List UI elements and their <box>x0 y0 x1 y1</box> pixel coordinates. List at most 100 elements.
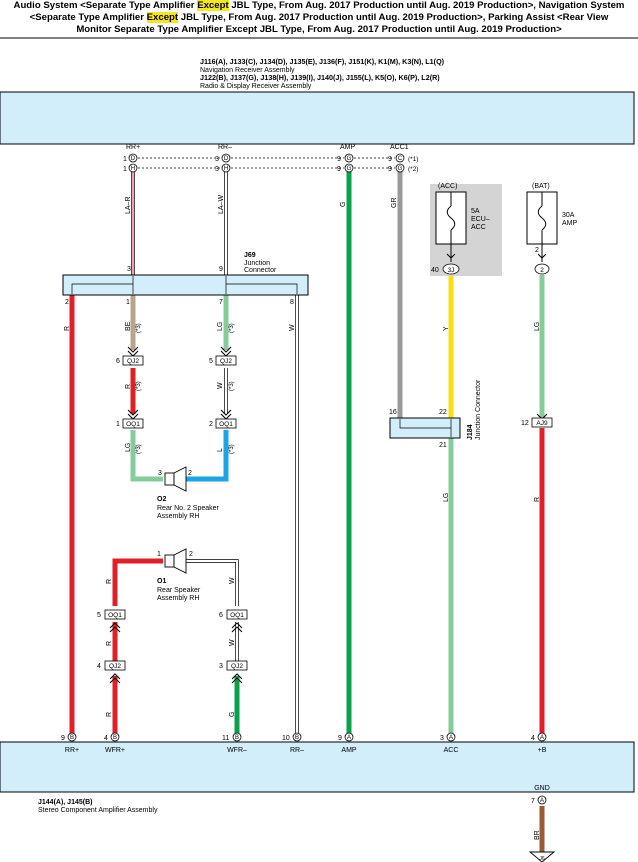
wire-label: LG <box>443 493 450 502</box>
connector-letter: B <box>235 735 239 741</box>
title-text: Audio System <Separate Type Amplifier <box>13 0 198 11</box>
pin-label-rr-plus: RR+ <box>126 144 140 151</box>
connector-code: 2 <box>540 267 544 274</box>
pin-number: 16 <box>389 409 397 416</box>
wire-lg-o2 <box>130 430 163 482</box>
pin-number: 7 <box>219 299 223 306</box>
connector-letter: D <box>131 156 136 162</box>
fuse-ecu-acc <box>430 184 502 276</box>
wire-label: R <box>534 497 541 502</box>
wire-label: LA–R <box>125 196 132 214</box>
speaker-name: Rear Speaker <box>157 587 201 594</box>
nav-receiver-codes: J116(A), J133(C), J134(D), J135(E), J136… <box>200 57 445 66</box>
pin-label-amp: AMP <box>341 747 357 754</box>
wire-label: R <box>106 712 113 717</box>
pin-number: 12 <box>521 420 529 427</box>
j69-name: Junction <box>244 260 270 267</box>
wire-variant-note: (*3) <box>229 444 235 454</box>
diagram-title-line-2: <Separate Type Amplifier Except JBL Type… <box>0 12 638 24</box>
pin-number: 3 <box>215 166 219 173</box>
connector-code: OQ1 <box>126 421 140 428</box>
speaker-o2-icon <box>164 466 187 492</box>
j184-code: J184 <box>467 424 474 440</box>
fuse-name: AMP <box>562 220 578 227</box>
pin-number: 5 <box>97 612 101 619</box>
fuse-rating: 30A <box>562 212 575 219</box>
diagram-title-line-1: Audio System <Separate Type Amplifier Ex… <box>0 0 638 12</box>
top-pin-circles <box>128 153 405 173</box>
pin-number: 3 <box>440 735 444 742</box>
wire-variant-note: (*3) <box>136 323 142 333</box>
title-text: JBL Type, From Aug. 2017 Production unti… <box>178 12 609 23</box>
fuse-rating: 5A <box>471 208 480 215</box>
connector-letter: A <box>540 798 544 804</box>
fuse-circuit-label: (ACC) <box>438 183 457 190</box>
connector-oq1-lower-left: OQ1 5 <box>97 609 126 633</box>
connector-letter: D <box>224 156 229 162</box>
connector-qj2-lower-left: QJ2 4 <box>97 660 126 684</box>
speaker-code: O2 <box>157 496 166 503</box>
pin-number: 6 <box>116 358 120 365</box>
wire-w-bottom <box>186 559 239 662</box>
title-highlight: Except <box>197 0 229 11</box>
connector-aj9: AJ9 12 <box>521 413 553 428</box>
pin-number: 4 <box>531 735 535 742</box>
wire-label: GR <box>391 198 398 209</box>
receiver-assembly-box <box>0 91 635 145</box>
wire-label: Y <box>443 326 450 331</box>
ground-symbol-icon: J6 <box>528 851 556 862</box>
connector-code: AJ9 <box>536 420 548 427</box>
j69-internal-link <box>225 283 298 294</box>
pin-number: 9 <box>338 735 342 742</box>
amplifier-assembly-box <box>0 741 635 793</box>
pin-number: 8 <box>290 299 294 306</box>
radio-receiver-codes: J122(B), J137(G), J138(H), J139(I), J140… <box>200 73 440 82</box>
connector-letter: G <box>347 156 352 162</box>
connector-oq1-upper-right: OQ1 2 <box>209 409 237 429</box>
fuse-name: ECU– <box>471 216 490 223</box>
connector-letter: H <box>131 166 135 172</box>
j184-name: Junction Connector <box>475 379 482 440</box>
wire-wfr-plus-red-3 <box>112 558 163 606</box>
connector-code: QJ2 <box>231 663 243 670</box>
speaker-code: O1 <box>157 578 166 585</box>
pin-number: 3 <box>215 156 219 163</box>
j69-labels: J69 Junction Connector 3 9 2 1 7 8 <box>65 252 294 306</box>
wire-l-o2 <box>186 430 229 482</box>
pin-label-acc: ACC <box>444 747 459 754</box>
speaker-name: Assembly RH <box>157 513 199 520</box>
wire-variant-note: (*3) <box>229 323 235 333</box>
connector-letter: C <box>398 156 403 162</box>
connector-letter: G <box>398 166 403 172</box>
wire-label: R <box>106 641 113 646</box>
ground-code: J6 <box>539 856 545 862</box>
speaker-o1-icon <box>164 548 187 574</box>
connector-code: QJ2 <box>109 663 121 670</box>
wire-variant-note: (*3) <box>229 381 235 391</box>
pin-number: 9 <box>219 266 223 273</box>
top-pin-letters: D H D H G G C G <box>131 156 403 172</box>
speaker-o1-labels: 1 2 O1 Rear Speaker Assembly RH <box>157 551 201 602</box>
j184-labels: 16 22 21 J184 Junction Connector <box>389 379 482 449</box>
wire-label: W <box>229 577 236 584</box>
wire-label: R <box>64 326 71 331</box>
wire-label: LG <box>217 322 224 331</box>
wire-label: L <box>217 448 224 452</box>
pin-number: 11 <box>222 735 229 742</box>
pin-number: 4 <box>104 735 108 742</box>
speaker-name: Assembly RH <box>157 595 199 602</box>
pin-label-rr-minus: RR– <box>218 144 232 151</box>
speaker-name: Rear No. 2 Speaker <box>157 505 220 512</box>
wire-label: G <box>340 202 347 207</box>
pin-number: 9 <box>337 156 341 163</box>
bottom-pin-letters: B B B B A A A A <box>70 735 544 804</box>
top-pin-dashes <box>138 157 395 169</box>
pin-number: 10 <box>282 735 290 742</box>
connector-letter: A <box>540 735 544 741</box>
pin-number: 9 <box>388 156 392 163</box>
variant-note: (*1) <box>408 156 418 163</box>
wire-label: W <box>229 639 236 646</box>
pin-number: 22 <box>439 409 447 416</box>
nav-receiver-name: Navigation Receiver Assembly <box>200 67 295 74</box>
